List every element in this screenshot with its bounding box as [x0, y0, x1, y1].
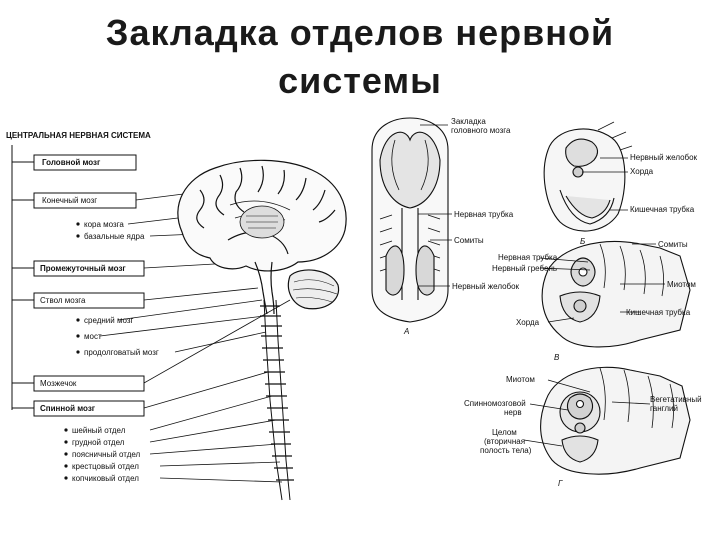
embryo-g-letter: Г	[558, 479, 563, 488]
embryo-v-label-somites: Сомиты	[658, 240, 688, 249]
embryo-g-label-vegetative-1: Вегетативный	[650, 395, 702, 404]
embryo-g-label-spinal-nerve-1: Спинномозговой	[464, 399, 526, 408]
item-sacral: крестцовый отдел	[72, 462, 139, 471]
box-brainstem-label: Ствол мозга	[40, 296, 86, 305]
embryo-v-label-neural-crest: Нервный гребень	[492, 264, 557, 273]
box-diencephalon	[33, 260, 145, 277]
brain-drawing	[177, 159, 347, 315]
cns-scheme: ЦЕНТРАЛЬНАЯ НЕРВНАЯ СИСТЕМА Головной моз…	[6, 131, 151, 417]
item-coccygeal: копчиковый отдел	[72, 474, 139, 483]
embryo-g-label-myotome: Миотом	[506, 375, 535, 384]
embryo-a-label-anlage-2: головного мозга	[451, 126, 511, 135]
box-brain	[33, 154, 137, 171]
embryo-a-letter: А	[403, 327, 409, 336]
box-brainstem	[33, 292, 145, 309]
embryo-a-label-neural-groove: Нервный желобок	[452, 282, 520, 291]
item-midbrain: средний мозг	[84, 316, 133, 325]
item-lumbar: поясничный отдел	[72, 450, 141, 459]
embryo-v-letter: В	[554, 353, 560, 362]
embryo-a-label-neural-tube: Нервная трубка	[454, 210, 514, 219]
embryo-g-label-coelom-1: Целом	[492, 428, 517, 437]
embryo-g-drawing	[523, 366, 691, 475]
embryo-v-label-myotome: Миотом	[667, 280, 696, 289]
spinal-cord-drawing	[260, 299, 294, 501]
box-brain-label: Головной мозг	[42, 158, 101, 167]
embryo-b-label-gut: Кишечная трубка	[630, 205, 695, 214]
item-cortex: кора мозга	[84, 220, 124, 229]
box-cerebellum	[33, 375, 145, 392]
item-basal: базальные ядра	[84, 232, 145, 241]
item-medulla: продолговатый мозг	[84, 348, 159, 357]
item-thoracic: грудной отдел	[72, 438, 125, 447]
embryo-g-label-coelom-3: полость тела)	[480, 446, 532, 455]
embryo-v-drawing	[539, 241, 691, 348]
item-cervical: шейный отдел	[72, 426, 126, 435]
item-pons: мост	[84, 332, 102, 341]
embryo-a-label-anlage-1: Закладка	[451, 117, 486, 126]
box-cerebellum-label: Мозжечок	[40, 379, 77, 388]
embryo-b-letter: Б	[580, 237, 585, 246]
cns-items: кора мозга базальные ядра средний мозг м…	[64, 220, 159, 483]
cns-header: ЦЕНТРАЛЬНАЯ НЕРВНАЯ СИСТЕМА	[6, 131, 151, 140]
title-line-1: Закладка отделов нервной	[105, 12, 615, 53]
embryo-g-label-spinal-nerve-2: нерв	[504, 408, 522, 417]
embryo-b-drawing	[543, 121, 633, 232]
title-line-2: системы	[278, 60, 442, 101]
box-telencephalon-label: Конечный мозг	[42, 196, 97, 205]
box-spinal	[33, 400, 145, 417]
embryo-v-label-neural-tube: Нервная трубка	[498, 253, 558, 262]
embryo-v-label-chord: Хорда	[516, 318, 540, 327]
embryo-b-label-chord: Хорда	[630, 167, 654, 176]
embryo-g-label-vegetative-2: ганглий	[650, 404, 678, 413]
box-spinal-label: Спинной мозг	[40, 404, 96, 413]
box-telencephalon	[33, 192, 137, 209]
embryo-b-label-neural-groove: Нервный желобок	[630, 153, 698, 162]
embryo-a-drawing	[371, 117, 452, 323]
embryo-a-label-somites: Сомиты	[454, 236, 484, 245]
embryo-v-label-gut: Кишечная трубка	[626, 308, 691, 317]
box-diencephalon-label: Промежуточный мозг	[40, 264, 126, 273]
embryo-g-label-coelom-2: (вторичная	[484, 437, 525, 446]
